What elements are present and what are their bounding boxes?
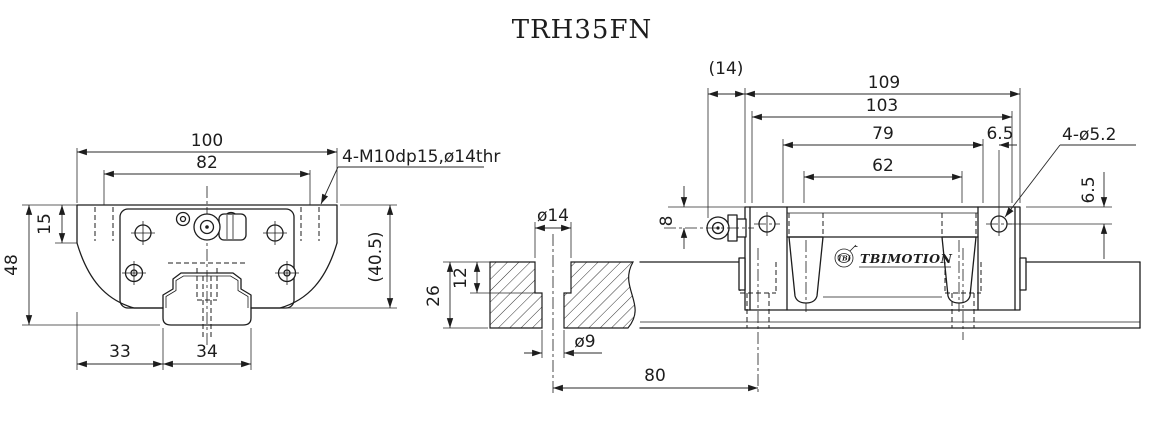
dim-width-outer: 100 — [191, 131, 223, 151]
dim-total-height: 48 — [2, 254, 22, 276]
tbimotion-logo: TBI TBIMOTION — [834, 244, 952, 268]
dim-length-62: 62 — [872, 156, 894, 176]
dim-total-length: 109 — [868, 73, 900, 93]
dim-length-79: 79 — [872, 124, 894, 144]
rail-cross-section — [489, 261, 636, 329]
dim-block-height-ref: (40.5) — [366, 231, 386, 282]
grease-nipple-side — [664, 214, 754, 242]
front-view: 100 82 4-M10dp15,ø14thr 15 48 (40.5) 33 … — [2, 131, 500, 370]
dim-hole-center-offset: 6.5 — [1079, 176, 1099, 203]
rail-hole-hidden — [739, 262, 982, 328]
hole-note: 4-ø5.2 — [1062, 125, 1116, 145]
dim-hole-spacing: 82 — [196, 153, 218, 173]
dim-offset-left: 33 — [109, 342, 131, 362]
logo-emblem-text: TBI — [837, 255, 851, 263]
dim-nipple-protrusion: (14) — [709, 59, 744, 79]
dim-counterbore-dia: ø14 — [537, 206, 569, 226]
dim-rail-width: 34 — [196, 342, 218, 362]
dim-end-offset: 6.5 — [986, 124, 1013, 144]
mount-hole-note: 4-M10dp15,ø14thr — [342, 147, 500, 167]
rail-end — [162, 307, 252, 326]
flange-hole-hidden-lines — [94, 207, 320, 241]
dim-counterbore-depth: 12 — [451, 267, 471, 289]
rail — [639, 261, 1141, 329]
dim-rail-height: 26 — [424, 285, 444, 307]
drawing-title: TRH35FN — [512, 15, 652, 45]
carriage-block — [738, 206, 1027, 312]
dim-body-length: 103 — [866, 96, 898, 116]
endcap-holes — [122, 211, 299, 285]
grease-nipple-front — [193, 213, 247, 241]
dim-flange-height: 15 — [35, 213, 55, 235]
dim-nipple-center-height: 8 — [657, 216, 677, 227]
dim-hole-pitch: 80 — [644, 366, 666, 386]
rail-hidden-lines — [168, 262, 246, 340]
logo-text: TBIMOTION — [860, 251, 952, 266]
side-view: TBI TBIMOTION (14) 109 — [424, 59, 1141, 393]
dim-hole-dia: ø9 — [574, 332, 595, 352]
